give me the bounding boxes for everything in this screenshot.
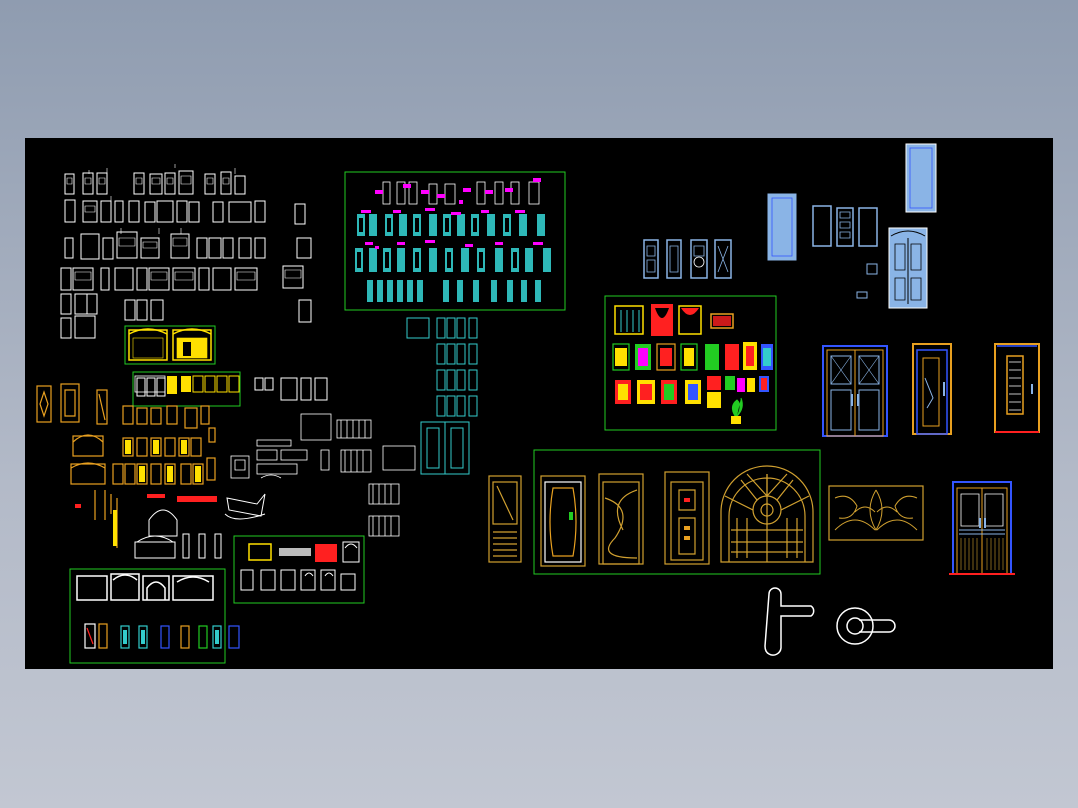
white-door xyxy=(178,170,194,195)
group-white-fences xyxy=(230,413,416,537)
white-door xyxy=(136,299,148,321)
white-door xyxy=(82,200,98,223)
white-door xyxy=(82,172,94,195)
frame-magenta-doors xyxy=(344,171,566,311)
cad-drawing-canvas xyxy=(36,143,1040,664)
white-door xyxy=(264,377,274,391)
white-door xyxy=(170,233,190,259)
white-door xyxy=(234,267,258,291)
white-door xyxy=(198,267,210,291)
white-door xyxy=(100,267,110,291)
door-handle-round-icon xyxy=(836,607,896,645)
group-red-details xyxy=(75,494,337,562)
white-door xyxy=(228,201,252,223)
white-door xyxy=(86,293,98,315)
white-door xyxy=(282,265,304,289)
group-frames xyxy=(69,171,821,664)
white-door xyxy=(280,377,298,401)
white-door xyxy=(114,267,134,291)
group-yellow-fills xyxy=(113,440,201,546)
white-door xyxy=(294,203,306,225)
white-door xyxy=(64,237,74,259)
group-cyan-doors xyxy=(406,317,478,475)
white-door xyxy=(204,173,216,195)
group-yellow-strip xyxy=(134,375,240,394)
white-door xyxy=(124,299,136,321)
white-door xyxy=(254,237,266,259)
group-colored-panels xyxy=(612,304,773,424)
cad-drawing-viewport[interactable] xyxy=(25,138,1053,669)
group-magenta-doors xyxy=(355,178,551,302)
frame-yellow-arch xyxy=(124,325,216,365)
frame-arches-bottom xyxy=(69,568,226,664)
white-door xyxy=(298,299,312,323)
group-orange-doors xyxy=(36,383,216,548)
white-door xyxy=(64,199,76,223)
white-door xyxy=(238,237,252,259)
white-door xyxy=(234,175,246,195)
group-gold-doors xyxy=(488,465,814,567)
white-door xyxy=(300,377,312,401)
white-door xyxy=(150,299,164,321)
group-mixed-bottom xyxy=(240,541,360,591)
white-door xyxy=(114,200,124,223)
white-door xyxy=(222,237,234,259)
white-door xyxy=(72,267,94,291)
white-door xyxy=(60,317,72,339)
white-door xyxy=(176,200,188,223)
white-door xyxy=(314,377,328,401)
white-door xyxy=(116,231,138,259)
frame-yellow-strip xyxy=(132,371,241,407)
group-arches-bottom xyxy=(76,573,240,649)
frame-gold-doors xyxy=(533,449,821,575)
white-door xyxy=(146,377,156,397)
white-door xyxy=(254,377,264,391)
group-light-blue-doors xyxy=(643,143,937,309)
white-door xyxy=(128,200,140,223)
white-door xyxy=(220,171,232,195)
group-white-doors xyxy=(60,170,328,401)
white-door xyxy=(140,237,160,259)
white-door xyxy=(74,293,88,315)
white-door xyxy=(64,173,75,195)
white-door xyxy=(296,237,312,259)
white-door xyxy=(148,267,170,291)
frame-colored-panels xyxy=(604,295,777,431)
white-door xyxy=(212,267,232,291)
white-door xyxy=(156,200,174,223)
white-door xyxy=(149,173,163,195)
white-door xyxy=(102,237,114,260)
white-door xyxy=(254,200,266,223)
white-door xyxy=(136,267,148,291)
white-door xyxy=(100,200,112,223)
door-handle-lever-icon xyxy=(764,587,815,656)
white-door xyxy=(172,267,196,291)
white-door xyxy=(133,172,145,195)
frame-mixed-bottom xyxy=(233,535,365,604)
group-white-door-panels xyxy=(66,164,302,281)
white-door xyxy=(96,172,108,195)
group-blue-gold-doors xyxy=(822,343,1040,575)
white-door xyxy=(156,377,166,397)
white-door xyxy=(212,201,224,223)
white-door xyxy=(136,377,146,397)
group-yellow-arch xyxy=(128,328,212,361)
white-door xyxy=(60,267,72,291)
white-door xyxy=(196,237,208,259)
white-door xyxy=(60,293,72,315)
white-door xyxy=(74,315,96,339)
white-door xyxy=(164,172,176,195)
white-door xyxy=(144,201,156,223)
group-white-bottom-gates xyxy=(134,493,266,559)
white-door xyxy=(208,237,222,259)
white-door xyxy=(80,233,100,260)
white-door xyxy=(188,201,200,223)
